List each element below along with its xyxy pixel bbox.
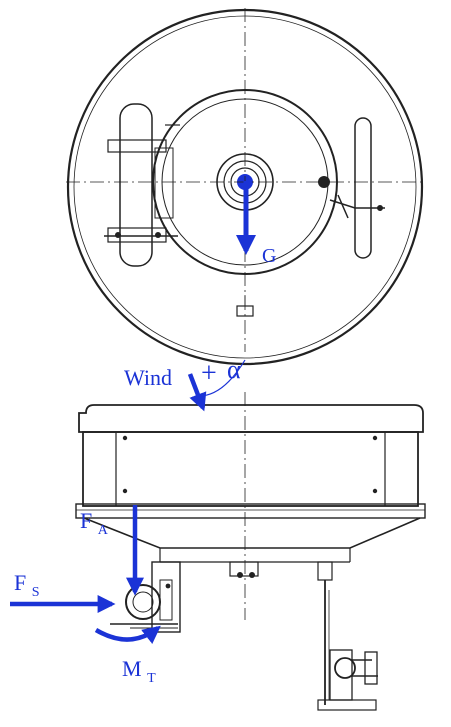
side-force: F S xyxy=(10,570,116,613)
housing-body xyxy=(82,431,419,507)
cone-bottom xyxy=(83,517,421,549)
axial-force-sub: A xyxy=(98,523,109,538)
torque-main: M xyxy=(122,656,142,681)
base-flange xyxy=(75,503,426,519)
torque-arrow xyxy=(94,625,161,644)
wind-sign-label: + xyxy=(201,358,217,389)
gravity-force: G xyxy=(236,181,276,267)
side-force-main: F xyxy=(14,570,26,595)
wind-angle-arc xyxy=(195,359,246,397)
lid-top xyxy=(78,404,424,433)
torque: M T xyxy=(94,625,161,686)
left-pipe-clamp xyxy=(110,561,181,633)
torque-label: M T xyxy=(122,656,156,686)
side-force-sub: S xyxy=(32,585,40,600)
wind-label: Wind xyxy=(124,365,172,390)
axial-force: F A xyxy=(80,505,144,596)
wind-angle-label: α xyxy=(227,355,241,384)
gravity-label: G xyxy=(262,245,276,267)
wind-direction: Wind + α xyxy=(124,355,246,412)
axial-force-main: F xyxy=(80,508,92,533)
top-view xyxy=(66,8,424,366)
torque-sub: T xyxy=(147,671,156,686)
axial-force-label: F A xyxy=(80,508,109,538)
right-latch-assembly xyxy=(318,117,385,259)
wind-arrow xyxy=(187,373,207,412)
left-pipe-assembly xyxy=(104,103,180,267)
side-force-label: F S xyxy=(14,570,40,600)
